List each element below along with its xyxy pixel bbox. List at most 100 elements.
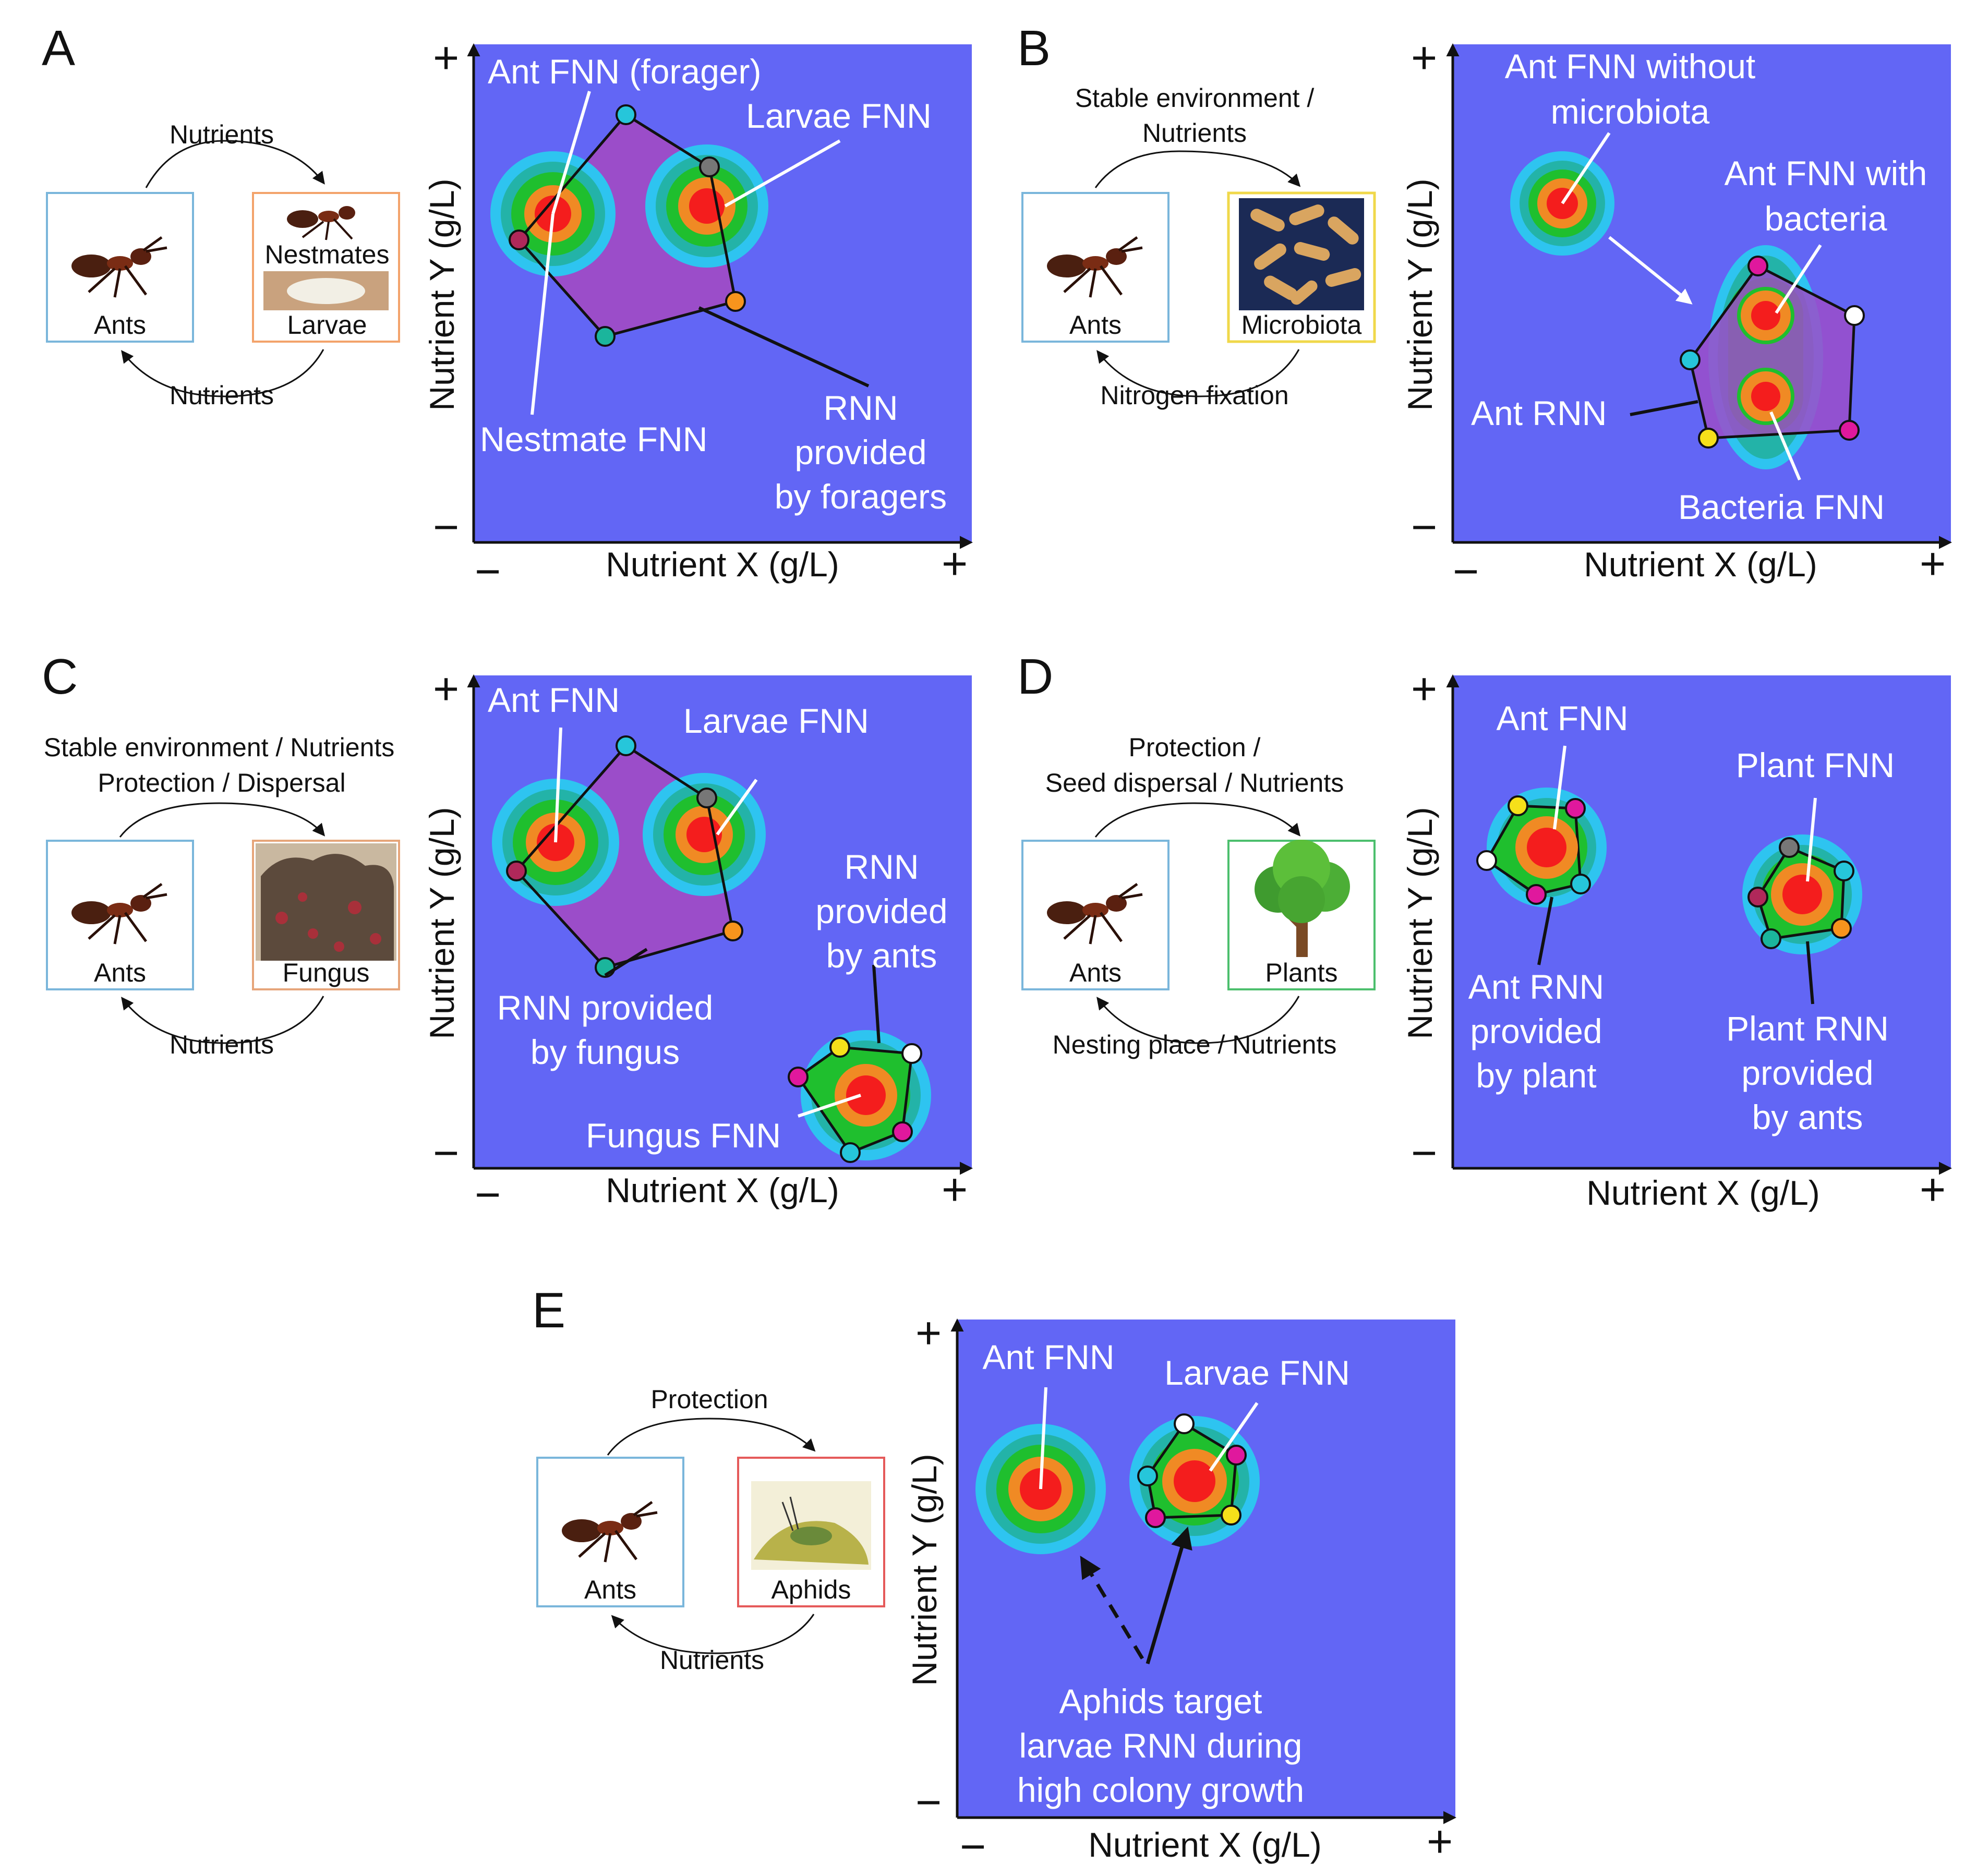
rnn-vertex — [725, 291, 746, 312]
top-arrow-c — [119, 802, 326, 838]
top-arrow-a — [145, 140, 325, 188]
rnn-vertex — [595, 326, 616, 347]
x-axis-title-c: Nutrient X (g/L) — [606, 1171, 839, 1209]
plant-rnn-label-3: by ants — [1752, 1098, 1863, 1136]
y-minus-a: − — [433, 502, 459, 552]
bottom-arrow-a — [121, 349, 324, 397]
nestmates-label-a: Nestmates — [265, 240, 390, 269]
rnn-label-a-2: provided — [794, 433, 926, 471]
pointer-line — [716, 779, 758, 836]
ant-fnn-label-c: Ant FNN — [488, 681, 620, 719]
rnn-vertex — [1747, 256, 1768, 276]
fungus-texture-icon — [275, 892, 381, 952]
plants-box-label: Plants — [1265, 958, 1338, 987]
y-plus-e: + — [915, 1308, 942, 1358]
larvae-fnn-label-e: Larvae FNN — [1164, 1353, 1350, 1392]
ant-fnn-center-d — [1527, 828, 1566, 867]
panel-letter-d: D — [1017, 649, 1053, 705]
ants-box-label-e: Ants — [584, 1575, 636, 1604]
panel-e: E Protection Ants Aphids Nutrients — [532, 1282, 1456, 1872]
pointer-line — [1209, 1402, 1259, 1472]
rnn-vertex — [1831, 918, 1852, 939]
fungus-garden-icon — [261, 854, 394, 961]
niche-plot-c: Ant FNN Larvae FNN RNN provided by fungu… — [423, 664, 973, 1220]
ant-rnn-label-d-2: provided — [1470, 1012, 1602, 1050]
plant-rnn-label-1: Plant RNN — [1726, 1009, 1889, 1048]
top-arrow-label-a: Nutrients — [170, 120, 274, 149]
top-arrow-label-b-1: Stable environment / — [1075, 83, 1315, 113]
rnn-vertex — [892, 1121, 913, 1142]
larva-icon — [287, 278, 365, 304]
y-axis-title-a: Nutrient Y (g/L) — [423, 178, 461, 410]
x-plus-c: + — [942, 1165, 968, 1215]
bacteria-icon — [1250, 204, 1361, 305]
bottom-arrow-d — [1096, 996, 1300, 1044]
ant-illustration-icon — [71, 236, 167, 298]
rnn-vertex — [1137, 1466, 1158, 1486]
pointer-line — [604, 948, 648, 977]
panel-c: C Stable environment / Nutrients Protect… — [42, 649, 973, 1220]
pointer-line — [798, 1094, 861, 1118]
x-plus-e: + — [1427, 1817, 1453, 1867]
x-minus-b: − — [1453, 547, 1479, 597]
rnn-label-a-1: RNN — [824, 389, 898, 427]
pointer-line — [872, 964, 881, 1044]
x-minus-e: − — [960, 1822, 986, 1872]
rnn-outline-a — [517, 113, 737, 338]
relationship-schema-a: Nutrients Ants Nestmates Larvae Nu — [46, 120, 400, 410]
pointer-line — [1553, 745, 1566, 830]
pointer-line — [1537, 897, 1553, 965]
bottom-arrow-label-d: Nesting place / Nutrients — [1053, 1030, 1337, 1059]
ant-rnn-label-d-3: by plant — [1476, 1056, 1596, 1095]
rnn-vertex — [509, 229, 529, 250]
plot-area-b — [1453, 44, 1951, 542]
shift-arrow-b — [1608, 236, 1693, 305]
panel-a: A Nutrients Ants Nestmates Larvae — [42, 20, 973, 597]
x-plus-a: + — [942, 539, 968, 589]
rnn-vertex — [506, 861, 527, 881]
rnn-label-a-3: by foragers — [775, 477, 947, 516]
rnn-vertex — [829, 1037, 850, 1058]
pointer-line — [1806, 797, 1817, 882]
pointer-line — [1561, 132, 1611, 204]
rnn-vertex — [1526, 884, 1547, 905]
relationship-schema-b: Stable environment / Nutrients Ants — [1021, 83, 1376, 410]
rnn-ants-label-3: by ants — [826, 936, 937, 975]
ant-fnn-without-label-2: microbiota — [1551, 92, 1710, 131]
ant-fnn-label-d: Ant FNN — [1496, 699, 1628, 737]
panel-letter-e: E — [532, 1282, 565, 1338]
pointer-line — [1039, 1387, 1047, 1490]
bottom-arrow-c — [121, 996, 324, 1044]
relationship-schema-e: Protection Ants Aphids Nutrients — [536, 1385, 885, 1675]
rnn-vertex — [1761, 928, 1781, 949]
x-minus-c: − — [475, 1170, 501, 1220]
niche-plot-a: Ant FNN (forager) Larvae FNN Nestmate FN… — [423, 33, 973, 597]
y-minus-b: − — [1411, 502, 1437, 552]
ants-box-label-b: Ants — [1069, 310, 1122, 340]
y-axis-title-b: Nutrient Y (g/L) — [1401, 178, 1439, 410]
panel-letter-a: A — [42, 20, 75, 76]
bottom-arrow-label-b: Nitrogen fixation — [1100, 381, 1288, 410]
fungus-box-label: Fungus — [283, 958, 370, 987]
rnn-vertex — [1508, 795, 1528, 816]
pointer-line — [554, 727, 562, 843]
bottom-arrow-label-a: Nutrients — [170, 381, 274, 410]
niche-plot-e: Ant FNN Larvae FNN Aphids target larvae … — [905, 1308, 1456, 1872]
pointer-line — [1630, 400, 1698, 416]
rnn-vertex — [1565, 798, 1586, 819]
ants-box-label-c: Ants — [94, 958, 146, 987]
rnn-vertex — [722, 921, 743, 941]
rnn-vertex — [616, 104, 636, 125]
microbiota-box-label: Microbiota — [1241, 310, 1362, 340]
rnn-vertex — [840, 1142, 861, 1163]
rnn-fungus-label-2: by fungus — [531, 1033, 680, 1071]
plant-fnn-label: Plant FNN — [1736, 746, 1895, 784]
y-minus-d: − — [1411, 1128, 1437, 1178]
fungus-fnn-center — [846, 1075, 886, 1115]
aphid-dashed-arrow — [1080, 1555, 1144, 1660]
y-minus-e: − — [915, 1777, 942, 1827]
ant-fnn-label-e: Ant FNN — [982, 1338, 1114, 1376]
aphids-label-1: Aphids target — [1059, 1682, 1262, 1721]
rnn-ants-label-1: RNN — [845, 848, 919, 886]
pointer-line — [551, 91, 591, 214]
